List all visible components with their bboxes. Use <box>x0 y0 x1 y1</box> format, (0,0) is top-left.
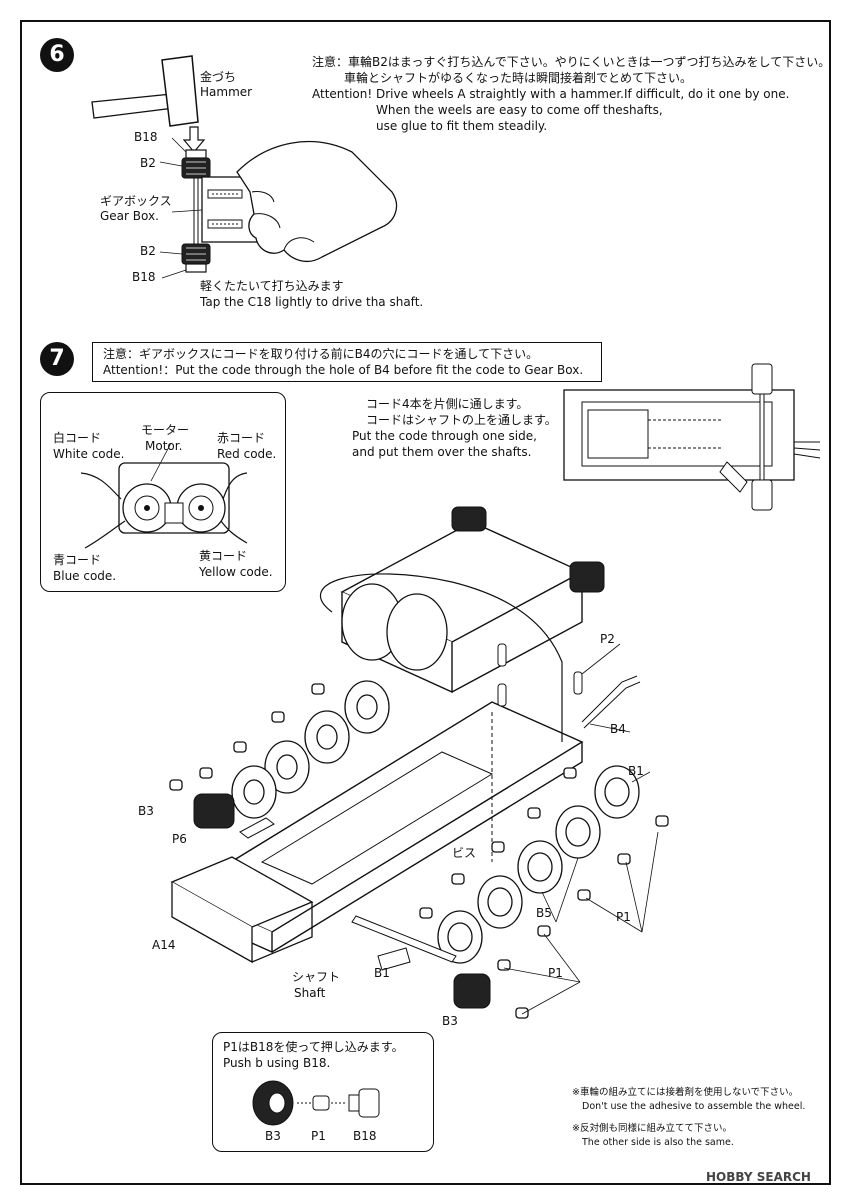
white-code-label-en: White code. <box>53 447 125 461</box>
label-b3-bottom: B3 <box>442 1014 458 1028</box>
footnote-2-ja: ※反対側も同様に組み立てて下さい。 <box>572 1123 732 1134</box>
label-a14: A14 <box>152 938 176 952</box>
hobby-search-watermark: HOBBY SEARCH <box>706 1170 811 1184</box>
red-code-label-en: Red code. <box>217 447 277 461</box>
hammer-label-en: Hammer <box>200 85 253 99</box>
code-note-en-2: and put them over the shafts. <box>352 445 532 459</box>
label-shaft-ja: シャフト <box>292 970 341 984</box>
code-note-ja-2: コードはシャフトの上を通します。 <box>366 413 557 427</box>
step-7-attention-box: 注意：ギアボックスにコードを取り付ける前にB4の穴にコードを通して下さい。 At… <box>92 342 602 382</box>
label-b18-bottom: B18 <box>132 270 156 284</box>
push-label-b18: B18 <box>353 1129 377 1143</box>
yellow-code-label-ja: 黄コード <box>199 549 248 563</box>
step-6-caption-ja: 軽くたたいて打ち込みます <box>200 279 344 293</box>
step-7-attention-en: Attention!：Put the code through the hole… <box>103 363 584 377</box>
blue-code-label-ja: 青コード <box>53 553 102 567</box>
step-6-note-en-3: use glue to fit them steadily. <box>376 119 548 133</box>
step-7-number: 7 <box>40 342 74 376</box>
label-bis: ビス <box>452 846 477 860</box>
push-instruction-box: P1はB18を使って押し込みます。 Push b using B18. B3 P… <box>212 1032 434 1152</box>
yellow-code-label-en: Yellow code. <box>199 565 273 579</box>
push-label-p1: P1 <box>311 1129 326 1143</box>
hammer-label-ja: 金づち <box>200 70 237 84</box>
white-code-label-ja: 白コード <box>53 431 102 445</box>
push-line-en: Push b using B18. <box>223 1056 331 1070</box>
label-p2: P2 <box>600 632 615 646</box>
motor-label-en: Motor. <box>145 439 183 453</box>
push-parts-illustration <box>252 1080 380 1126</box>
gearbox-label-ja: ギアボックス <box>100 194 172 208</box>
label-b2-top: B2 <box>140 156 156 170</box>
footnote-2-en: The other side is also the same. <box>582 1137 734 1148</box>
step-6-number: 6 <box>40 38 74 72</box>
step-7-attention-ja: 注意：ギアボックスにコードを取り付ける前にB4の穴にコードを通して下さい。 <box>103 347 539 361</box>
code-note-ja-1: コード4本を片側に通します。 <box>366 397 529 411</box>
motor-label-ja: モーター <box>141 423 190 437</box>
top-view-chassis-inset <box>563 363 821 511</box>
label-p1-right: P1 <box>616 910 631 924</box>
footnote-1-en: Don't use the adhesive to assemble the w… <box>582 1101 806 1112</box>
label-p1-bottom: P1 <box>548 966 563 980</box>
label-b1-right: B1 <box>628 764 644 778</box>
code-note-en-1: Put the code through one side, <box>352 429 537 443</box>
red-code-label-ja: 赤コード <box>217 431 266 445</box>
push-line-ja: P1はB18を使って押し込みます。 <box>223 1040 404 1054</box>
label-b3-left: B3 <box>138 804 154 818</box>
label-shaft-en: Shaft <box>294 986 326 1000</box>
step-6-note-ja-2: 車輪とシャフトがゆるくなった時は瞬間接着剤でとめて下さい。 <box>344 71 693 85</box>
step-6-note-ja-1: 注意：車輪B2はまっすぐ打ち込んで下さい。やりにくいときは一つずつ打ち込みをして… <box>312 55 831 69</box>
step-6-caption-en: Tap the C18 lightly to drive tha shaft. <box>200 295 424 309</box>
motor-code-detail-box: 白コード White code. モーター Motor. 赤コード Red co… <box>40 392 286 592</box>
motor-detail-illustration <box>80 442 248 549</box>
label-b18-top: B18 <box>134 130 158 144</box>
blue-code-label-en: Blue code. <box>53 569 117 583</box>
label-b2-bottom: B2 <box>140 244 156 258</box>
gearbox-label-en: Gear Box. <box>100 209 159 223</box>
push-label-b3: B3 <box>265 1129 281 1143</box>
instruction-page: 6 注意：車輪B2はまっすぐ打ち込んで下さい。やりにくいときは一つずつ打ち込みを… <box>20 20 831 1185</box>
label-p6: P6 <box>172 832 187 846</box>
step-6-illustration <box>91 55 398 279</box>
label-b1-bottom: B1 <box>374 966 390 980</box>
step-6-note-en-2: When the weels are easy to come off thes… <box>376 103 663 117</box>
footnote-1-ja: ※車輪の組み立てには接着剤を使用しないで下さい。 <box>572 1087 799 1098</box>
label-b5: B5 <box>536 906 552 920</box>
label-b4: B4 <box>610 722 626 736</box>
exploded-view-illustration <box>169 506 669 1019</box>
step-6-note-en-1: Attention! Drive wheels A straightly wit… <box>312 87 790 101</box>
